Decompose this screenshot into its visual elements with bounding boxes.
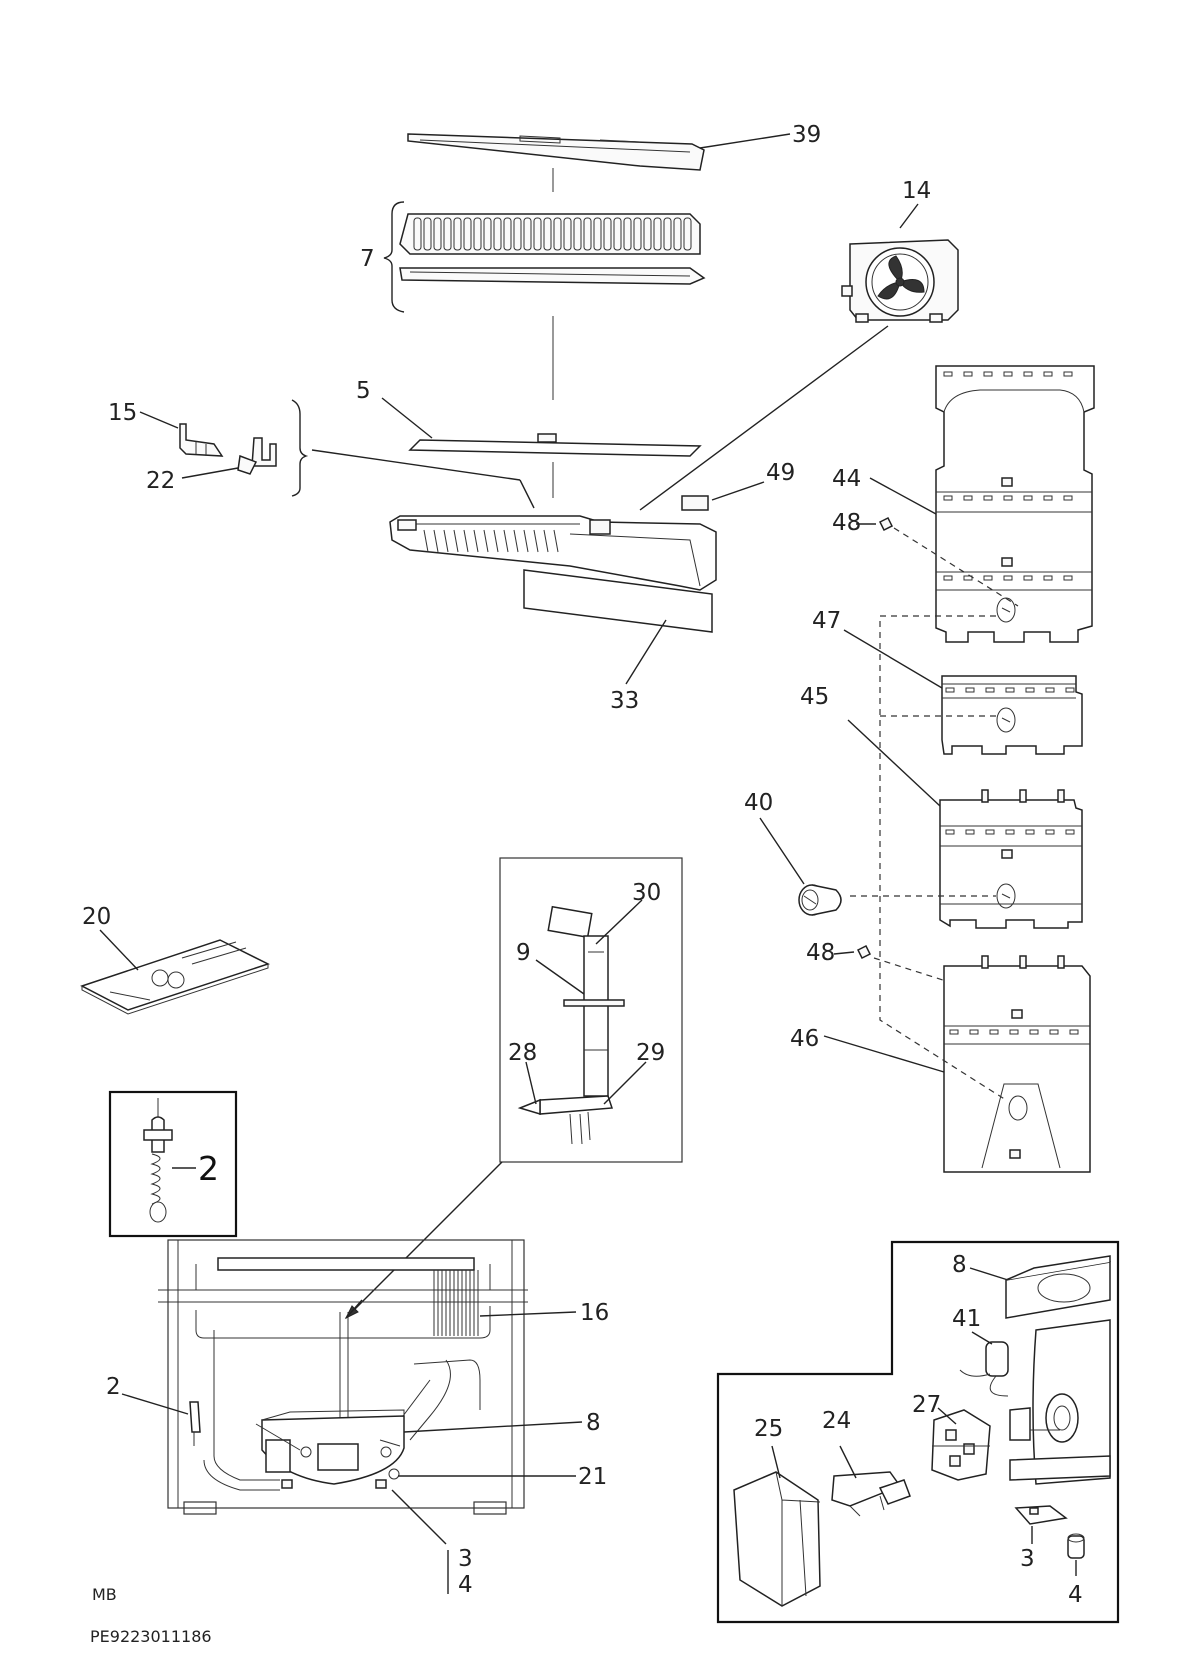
compressor-small [255,1409,405,1489]
label-41: 41 [952,1306,981,1332]
label-40: 40 [744,790,773,816]
part-2-heater [143,1098,173,1223]
label-24: 24 [822,1408,851,1434]
part-45-panel [939,789,1083,929]
label-4: 4 [458,1572,473,1598]
label-47: 47 [812,608,841,634]
label-45: 45 [800,684,829,710]
label-39: 39 [792,122,821,148]
label-28: 28 [508,1040,537,1066]
part-48-clip [878,516,894,532]
label-48-upper: 48 [832,510,861,536]
inset-dryer-box [499,857,683,1163]
part-20-manual [80,939,270,1015]
label-15: 15 [108,400,137,426]
footer-code: PE9223011186 [90,1627,212,1646]
part-39-top-cover [407,133,705,171]
part-47-mid-panel [941,675,1083,755]
part-33-panel [523,569,713,633]
footer-model: MB [92,1585,117,1604]
part-2-heater-installed [189,1401,201,1433]
part-4-grommet [1067,1533,1085,1559]
label-33: 33 [610,688,639,714]
label-46: 46 [790,1026,819,1052]
label-44: 44 [832,466,861,492]
part-22-bracket [237,437,277,475]
part-evaporator-housing [389,515,717,591]
label-8: 8 [586,1410,601,1436]
part-5-plate [408,433,702,457]
part-7-evaporator [399,213,706,285]
part-9-dryer [517,905,625,1145]
label-2: 2 [106,1374,121,1400]
part-49-label [681,495,709,511]
label-2-inset: 2 [198,1149,219,1188]
label-20: 20 [82,904,111,930]
label-25: 25 [754,1416,783,1442]
label-27: 27 [912,1392,941,1418]
label-22: 22 [146,468,175,494]
label-4-inset: 4 [1068,1582,1083,1608]
part-44-inner-panel [935,365,1095,643]
label-9: 9 [516,940,531,966]
label-48-lower: 48 [806,940,835,966]
part-8-compressor [1005,1255,1111,1485]
label-7: 7 [360,246,375,272]
label-30: 30 [632,880,661,906]
part-48-clip-lower [856,944,872,960]
label-3: 3 [458,1546,473,1572]
label-16: 16 [580,1300,609,1326]
part-41-capacitor [959,1341,1009,1397]
part-14-fan [841,239,959,323]
part-3-bracket [1014,1505,1068,1525]
part-27-relay [931,1409,991,1481]
inset-compressor-box [716,1240,1120,1624]
part-15-clip [179,423,224,457]
label-8-inset: 8 [952,1252,967,1278]
part-24-terminal [831,1471,911,1517]
inset-heater-box [108,1090,238,1238]
label-29: 29 [636,1040,665,1066]
label-21: 21 [578,1464,607,1490]
part-25-cover [733,1471,821,1607]
label-49: 49 [766,460,795,486]
part-40-thermostat-knob [798,884,842,916]
part-46-lower-panel [943,955,1091,1173]
label-5: 5 [356,378,371,404]
label-3-inset: 3 [1020,1546,1035,1572]
label-14: 14 [902,178,931,204]
